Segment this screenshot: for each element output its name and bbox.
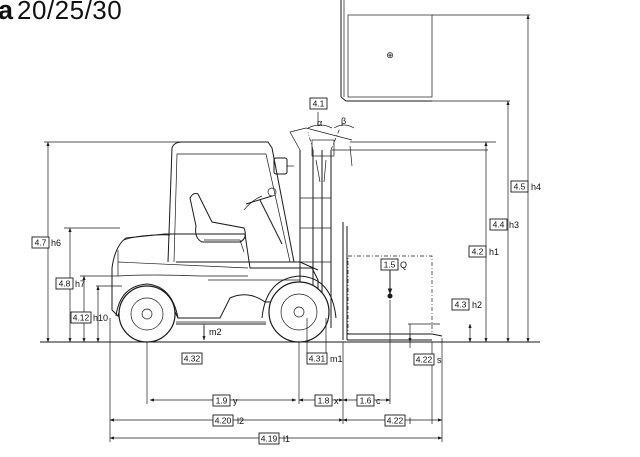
svg-text:4.4: 4.4 bbox=[493, 220, 505, 230]
svg-text:l: l bbox=[409, 416, 411, 426]
svg-text:h1: h1 bbox=[489, 247, 499, 257]
dim-4-1: 4.1 bbox=[309, 97, 328, 110]
dim-4-12-h10: 4.12 h10 bbox=[70, 311, 108, 324]
svg-text:m2: m2 bbox=[209, 327, 222, 337]
dim-1-5-load-q: 1.5 Q bbox=[380, 258, 407, 271]
angle-alpha: α bbox=[317, 118, 322, 128]
svg-text:c: c bbox=[376, 396, 381, 406]
svg-text:4.7: 4.7 bbox=[35, 238, 47, 248]
svg-text:y: y bbox=[233, 396, 238, 406]
svg-text:4.22: 4.22 bbox=[387, 416, 404, 426]
svg-text:m1: m1 bbox=[330, 354, 343, 364]
svg-text:h2: h2 bbox=[472, 300, 482, 310]
svg-text:4.20: 4.20 bbox=[215, 416, 232, 426]
svg-text:1.8: 1.8 bbox=[318, 396, 330, 406]
dim-1-8-x: 1.8 x bbox=[314, 394, 339, 407]
svg-text:s: s bbox=[437, 355, 442, 365]
dim-1-6-c: 1.6 c bbox=[356, 394, 381, 407]
dim-4-5-h4: 4.5 h4 bbox=[510, 180, 541, 193]
dim-4-22-s: 4.22 s bbox=[413, 353, 442, 366]
dim-4-4-h3: 4.4 h3 bbox=[489, 218, 519, 231]
dim-4-20-l2: 4.20 l2 bbox=[212, 414, 244, 427]
forklift bbox=[111, 127, 443, 343]
svg-text:4.32: 4.32 bbox=[184, 354, 201, 364]
dim-4-32: 4.32 bbox=[181, 352, 203, 365]
svg-text:h10: h10 bbox=[93, 313, 108, 323]
dim-4-2-h1: 4.2 h1 bbox=[468, 245, 499, 258]
dim-m2: m2 bbox=[209, 327, 222, 337]
svg-text:1.6: 1.6 bbox=[360, 396, 372, 406]
logo-letter: a bbox=[0, 0, 14, 25]
svg-text:l2: l2 bbox=[237, 416, 244, 426]
svg-text:h4: h4 bbox=[531, 182, 541, 192]
raised-load: ⊕ bbox=[340, 0, 433, 102]
svg-text:1.9: 1.9 bbox=[216, 396, 228, 406]
dim-1-9-y: 1.9 y bbox=[212, 394, 238, 407]
svg-text:1.5: 1.5 bbox=[384, 260, 396, 270]
svg-text:4.22: 4.22 bbox=[416, 355, 433, 365]
dim-4-19-l1: 4.19 l1 bbox=[258, 432, 290, 445]
dim-4-7-h6: 4.7 h6 bbox=[31, 236, 61, 249]
svg-text:4.8: 4.8 bbox=[59, 279, 71, 289]
reference-lines bbox=[40, 14, 540, 442]
dim-4-8-h7: 4.8 h7 bbox=[55, 277, 85, 290]
svg-text:4.3: 4.3 bbox=[455, 300, 467, 310]
dim-4-3-h2: 4.3 h2 bbox=[451, 298, 482, 311]
svg-text:4.19: 4.19 bbox=[261, 434, 278, 444]
svg-text:4.2: 4.2 bbox=[472, 247, 484, 257]
model-title: a 20/25/30 bbox=[0, 0, 122, 25]
svg-text:4.1: 4.1 bbox=[313, 99, 325, 109]
load-center-mark: ⊕ bbox=[386, 50, 394, 60]
svg-text:h3: h3 bbox=[509, 220, 519, 230]
svg-text:h7: h7 bbox=[75, 279, 85, 289]
svg-text:x: x bbox=[334, 396, 339, 406]
svg-text:Q: Q bbox=[400, 260, 407, 270]
svg-text:l1: l1 bbox=[283, 434, 290, 444]
dim-4-31-m1: 4.31 m1 bbox=[306, 352, 343, 365]
dimension-arrows bbox=[46, 14, 530, 440]
dim-4-22-l: 4.22 l bbox=[384, 414, 411, 427]
angle-beta: β bbox=[341, 116, 346, 126]
svg-text:4.5: 4.5 bbox=[514, 182, 526, 192]
model-numbers: 20/25/30 bbox=[17, 0, 122, 25]
svg-text:h6: h6 bbox=[51, 238, 61, 248]
svg-text:4.31: 4.31 bbox=[309, 354, 326, 364]
svg-text:4.12: 4.12 bbox=[73, 313, 90, 323]
